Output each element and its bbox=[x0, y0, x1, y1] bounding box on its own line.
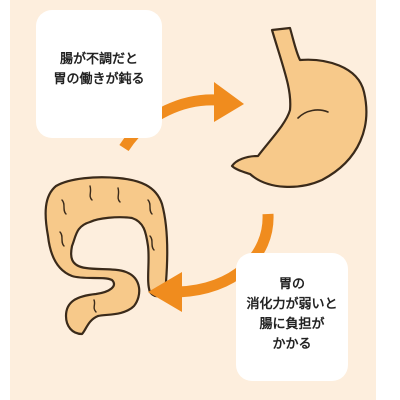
callout-line: かかる bbox=[272, 337, 312, 352]
callout-line: 胃の働きが鈍る bbox=[53, 72, 145, 87]
callout-line: 消化力が弱いと bbox=[246, 297, 338, 312]
callout-line: 腸が不調だと bbox=[59, 52, 138, 67]
callout-text-top: 腸が不調だと 胃の働きが鈍る bbox=[36, 50, 162, 90]
callout-text-bottom: 胃の 消化力が弱いと 腸に負担が かかる bbox=[236, 275, 348, 355]
callout-line: 腸に負担が bbox=[259, 317, 325, 332]
callout-card-top: 腸が不調だと 胃の働きが鈍る bbox=[36, 10, 162, 138]
stomach-icon bbox=[230, 26, 368, 188]
large-intestine-icon bbox=[44, 176, 169, 336]
callout-card-bottom: 胃の 消化力が弱いと 腸に負担が かかる bbox=[236, 253, 348, 381]
callout-line: 胃の bbox=[278, 277, 305, 292]
